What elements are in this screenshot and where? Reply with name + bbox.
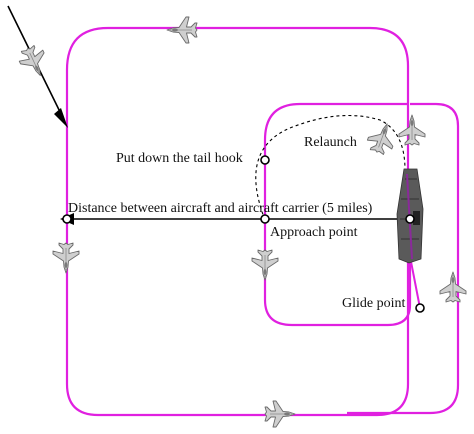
right-pattern-path <box>347 102 460 415</box>
carrier-marker-icon <box>405 214 415 224</box>
fighter-jet-icon-right <box>439 271 467 303</box>
relaunch-label: Relaunch <box>304 135 357 150</box>
tail-hook-waypoint-icon <box>260 155 270 165</box>
distance-start-marker-icon <box>62 214 72 224</box>
distance-label: Distance between aircraft and aircraft c… <box>68 201 373 216</box>
tail-hook-label: Put down the tail hook <box>116 151 243 166</box>
fighter-jet-icon-right-top <box>398 114 426 146</box>
fighter-jet-icon-relaunch <box>364 118 400 158</box>
fighter-jet-icon-inner-left <box>251 249 279 281</box>
approach-point-marker-icon <box>260 214 270 224</box>
glide-point-marker-icon <box>415 303 425 313</box>
inner-approach-path <box>263 102 412 327</box>
descent-arrowhead <box>54 108 68 128</box>
fighter-jet-icon-bottom <box>264 400 296 428</box>
outer-pattern-path <box>65 26 410 417</box>
approach-point-label: Approach point <box>270 225 358 240</box>
fighter-jet-icon-descent <box>15 42 53 82</box>
glide-point-label: Glide point <box>342 296 405 311</box>
fighter-jet-icon-top <box>166 16 198 44</box>
fighter-jet-icon-left <box>52 242 80 274</box>
